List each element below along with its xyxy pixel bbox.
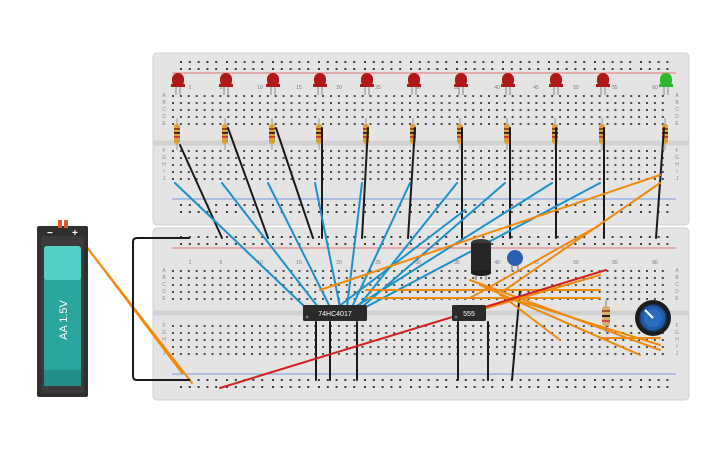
top-board-col-number: 5 xyxy=(220,85,223,91)
top-board-col-number: 35 xyxy=(454,85,460,91)
led-green[interactable] xyxy=(659,73,673,95)
top-board-col-number: 55 xyxy=(612,85,618,91)
led-red[interactable] xyxy=(596,73,610,95)
bottom-board-col-number: 55 xyxy=(612,260,618,266)
black-loop-wire xyxy=(132,237,190,381)
top-board-row-letter: E xyxy=(162,121,166,127)
top-board-row-letter: C xyxy=(162,107,166,113)
bottom-board-row-letter: J xyxy=(163,351,166,357)
bottom-board-row-letter: I xyxy=(676,344,677,350)
top-board-col-number: 15 xyxy=(296,85,302,91)
bottom-board-col-number: 15 xyxy=(296,260,302,266)
bottom-board-row-letter: H xyxy=(162,337,166,343)
bottom-board-row-letter: E xyxy=(162,296,166,302)
bottom-board-col-number: 5 xyxy=(220,260,223,266)
top-board-row-letter: B xyxy=(162,100,166,106)
led-red[interactable] xyxy=(266,73,280,95)
top-board-row-letter: F xyxy=(162,148,165,154)
top-board-col-number: 30 xyxy=(415,85,421,91)
bottom-board-col-number: 20 xyxy=(336,260,342,266)
bottom-board-row-letter: A xyxy=(675,268,679,274)
resistor[interactable] xyxy=(222,118,228,150)
top-board-col-number: 45 xyxy=(533,85,539,91)
resistor[interactable] xyxy=(504,118,510,150)
led-red[interactable] xyxy=(219,73,233,95)
bottom-board-row-letter: E xyxy=(675,296,679,302)
resistor-pot[interactable] xyxy=(602,300,610,332)
led-red[interactable] xyxy=(501,73,515,95)
led-row xyxy=(171,73,673,95)
resistor[interactable] xyxy=(174,118,180,150)
bottom-board-row-letter: D xyxy=(675,289,679,295)
bottom-board-col-number: 30 xyxy=(415,260,421,266)
potentiometer[interactable] xyxy=(635,300,671,336)
top-board-col-number: 20 xyxy=(336,85,342,91)
bottom-board-row-letter: F xyxy=(162,323,165,329)
ceramic-capacitor[interactable] xyxy=(507,250,523,272)
red-wire xyxy=(219,269,607,389)
top-board-row-letter: B xyxy=(675,100,679,106)
bottom-board-row-letter: C xyxy=(675,282,679,288)
top-board-row-letter: G xyxy=(162,155,166,161)
battery-minus-sign: − xyxy=(47,228,53,239)
bottom-board-row-letter: D xyxy=(162,289,166,295)
top-board-row-letter: D xyxy=(675,114,679,120)
battery-plus-sign: + xyxy=(72,228,78,239)
top-board-row-letter: I xyxy=(163,169,164,175)
top-board-col-number: 25 xyxy=(375,85,381,91)
top-board-row-letter: J xyxy=(163,176,166,182)
led-red[interactable] xyxy=(360,73,374,95)
bottom-board-col-number: 25 xyxy=(375,260,381,266)
led-red[interactable] xyxy=(454,73,468,95)
resistor[interactable] xyxy=(316,118,322,150)
top-board-row-letter: G xyxy=(675,155,679,161)
top-board-row-letter: C xyxy=(675,107,679,113)
top-board-row-letter: H xyxy=(675,162,679,168)
orange-wires xyxy=(85,174,661,384)
bottom-board-col-number: 45 xyxy=(533,260,539,266)
top-board-col-number: 40 xyxy=(494,85,500,91)
blue-wires xyxy=(174,182,601,308)
bottom-board-row-letter: C xyxy=(162,282,166,288)
bottom-board-row-letter: F xyxy=(675,323,678,329)
top-board-col-number: 60 xyxy=(652,85,658,91)
battery-label: AA 1.5V xyxy=(58,299,70,339)
led-red[interactable] xyxy=(313,73,327,95)
ic-74hc4017[interactable]: 74HC4017 xyxy=(303,305,367,321)
bottom-board-row-letter: A xyxy=(162,268,166,274)
top-board-row-letter: F xyxy=(675,148,678,154)
bottom-board-col-number: 60 xyxy=(652,260,658,266)
led-red[interactable] xyxy=(171,73,185,95)
top-board-row-letter: D xyxy=(162,114,166,120)
bottom-board-col-number: 35 xyxy=(454,260,460,266)
bottom-board-col-number: 40 xyxy=(494,260,500,266)
top-board-row-letter: A xyxy=(675,93,679,99)
top-board-row-letter: H xyxy=(162,162,166,168)
top-board-row-letter: A xyxy=(162,93,166,99)
bottom-board-row-letter: G xyxy=(162,330,166,336)
bottom-board-col-number: 1 xyxy=(189,260,192,266)
ic-74hc4017-label: 74HC4017 xyxy=(318,311,352,318)
top-board-col-number: 1 xyxy=(189,85,192,91)
bottom-board-row-letter: B xyxy=(162,275,166,281)
battery-aa[interactable]: − + AA 1.5V xyxy=(37,220,88,397)
led-red[interactable] xyxy=(549,73,563,95)
bottom-board-col-number: 50 xyxy=(573,260,579,266)
top-board-col-number: 10 xyxy=(257,85,263,91)
ic-555-label: 555 xyxy=(463,311,475,318)
bottom-board-row-letter: G xyxy=(675,330,679,336)
ic-555[interactable]: 555 xyxy=(452,305,486,321)
bottom-board-row-letter: H xyxy=(675,337,679,343)
bottom-board-row-letter: J xyxy=(676,351,679,357)
resistor[interactable] xyxy=(269,118,275,150)
electrolytic-capacitor[interactable] xyxy=(471,239,491,280)
led-red[interactable] xyxy=(407,73,421,95)
top-board-col-number: 50 xyxy=(573,85,579,91)
bottom-board-row-letter: B xyxy=(675,275,679,281)
top-board-row-letter: I xyxy=(676,169,677,175)
top-board-row-letter: J xyxy=(676,176,679,182)
top-board-row-letter: E xyxy=(675,121,679,127)
